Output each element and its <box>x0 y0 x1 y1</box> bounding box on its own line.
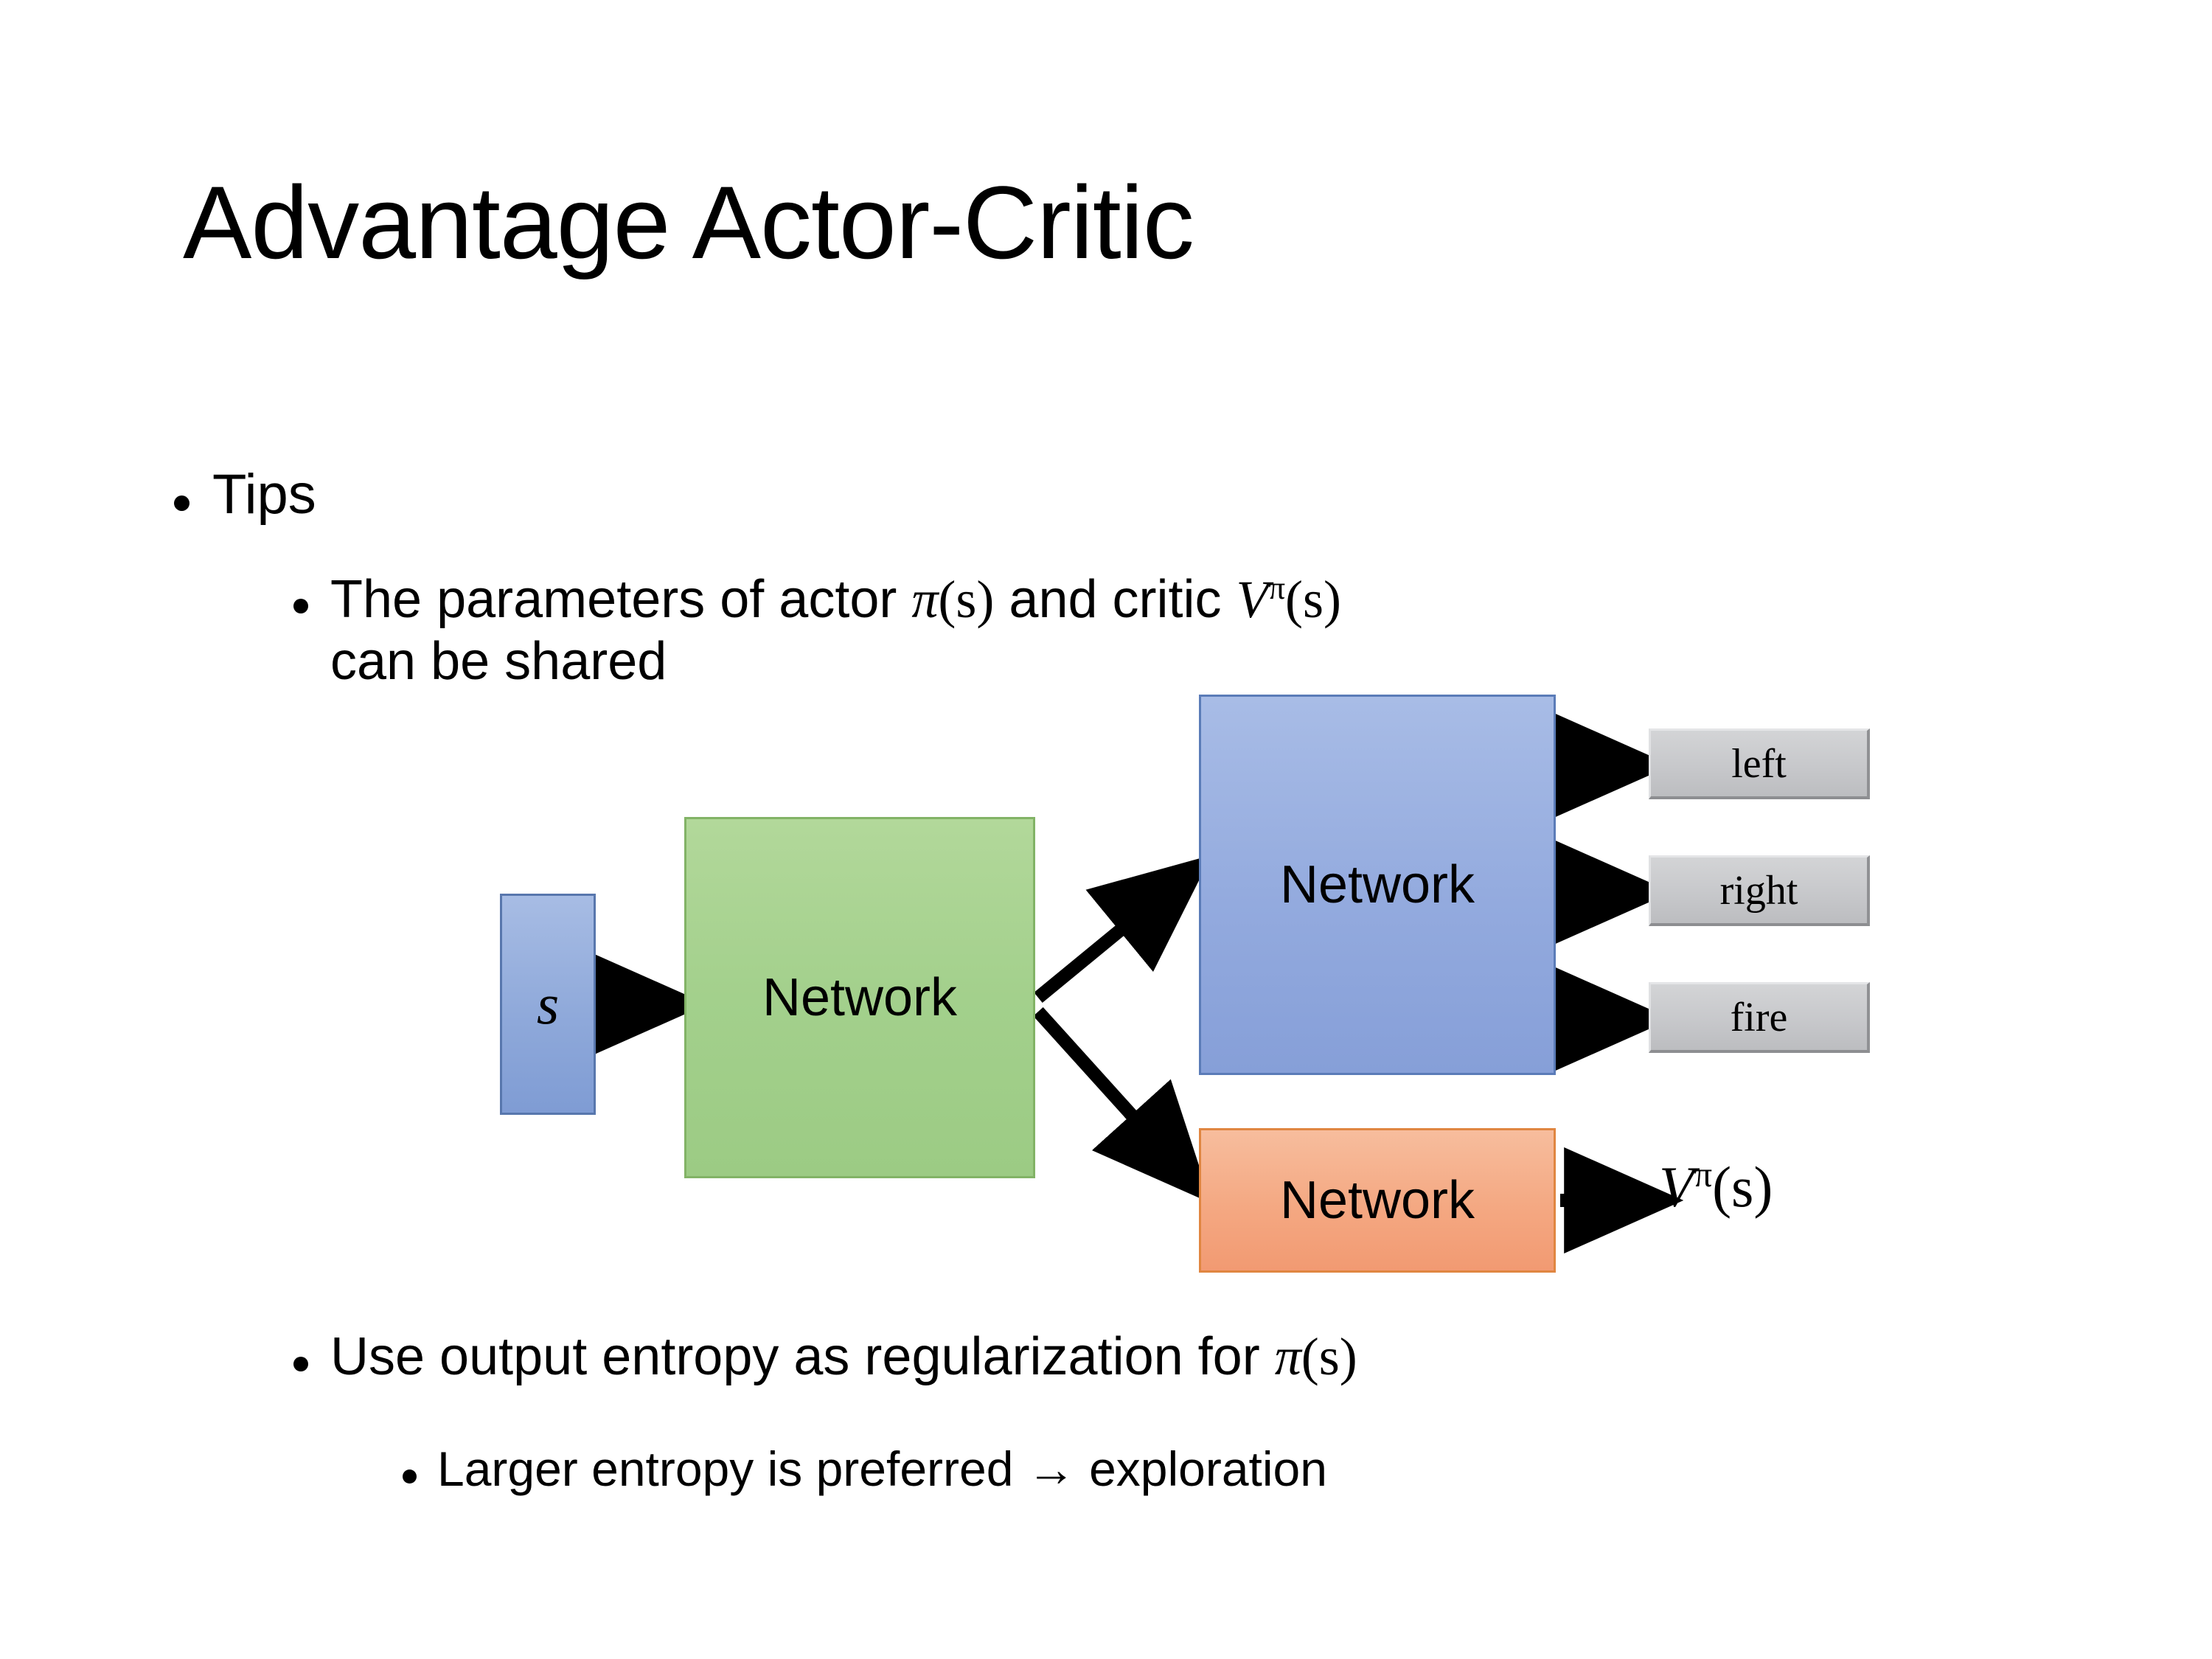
bullet-parameters-shared: The parameters of actor π(s) and critic … <box>293 569 1341 692</box>
actor-pi-symbol: π <box>911 570 939 629</box>
value-v-arg: (s) <box>1712 1155 1773 1219</box>
bullet-dot-icon <box>403 1470 417 1484</box>
state-input-label: s <box>536 972 560 1036</box>
actor-network-label: Network <box>1279 855 1475 914</box>
entropy-pi-arg: (s) <box>1301 1327 1357 1386</box>
action-output-right: right <box>1649 855 1870 926</box>
critic-v-arg: (s) <box>1285 570 1342 629</box>
bullet-entropy-text: Use output entropy as regularization for… <box>330 1327 1357 1387</box>
bullet-dot-icon <box>174 495 189 511</box>
params-prefix: The parameters of actor <box>330 570 912 629</box>
shared-network-label: Network <box>762 968 958 1027</box>
bullet-dot-icon <box>293 599 308 613</box>
action-output-fire-label: fire <box>1730 994 1788 1040</box>
action-output-fire: fire <box>1649 982 1870 1053</box>
shared-network-box: Network <box>684 817 1035 1178</box>
bullet-exploration: Larger entropy is preferred → exploratio… <box>403 1441 1327 1497</box>
bullet-entropy-regularization: Use output entropy as regularization for… <box>293 1327 1357 1387</box>
value-v-symbol: V <box>1659 1155 1694 1219</box>
action-output-left-label: left <box>1731 740 1787 787</box>
params-suffix: can be shared <box>330 631 667 691</box>
bullet-tips: Tips <box>174 463 316 526</box>
value-function-output: Vπ(s) <box>1659 1155 1773 1219</box>
actor-network-box: Network <box>1199 695 1556 1075</box>
state-input-box: s <box>500 894 596 1115</box>
actor-pi-arg: (s) <box>938 570 995 629</box>
bullet-exploration-label: Larger entropy is preferred → exploratio… <box>437 1441 1327 1496</box>
value-v-superscript: π <box>1694 1155 1713 1194</box>
entropy-pi-symbol: π <box>1274 1327 1301 1386</box>
critic-network-box: Network <box>1199 1128 1556 1273</box>
params-middle: and critic <box>994 570 1237 629</box>
critic-v-superscript: π <box>1268 569 1286 606</box>
action-output-left: left <box>1649 728 1870 799</box>
bullet-dot-icon <box>293 1357 308 1371</box>
action-output-right-label: right <box>1719 867 1798 914</box>
critic-network-label: Network <box>1279 1171 1475 1230</box>
bullet-parameters-text: The parameters of actor π(s) and critic … <box>330 569 1341 692</box>
critic-v-symbol: V <box>1236 570 1269 629</box>
bullet-tips-label: Tips <box>212 463 316 526</box>
page-title: Advantage Actor-Critic <box>183 164 1194 280</box>
entropy-prefix: Use output entropy as regularization for <box>330 1327 1275 1386</box>
